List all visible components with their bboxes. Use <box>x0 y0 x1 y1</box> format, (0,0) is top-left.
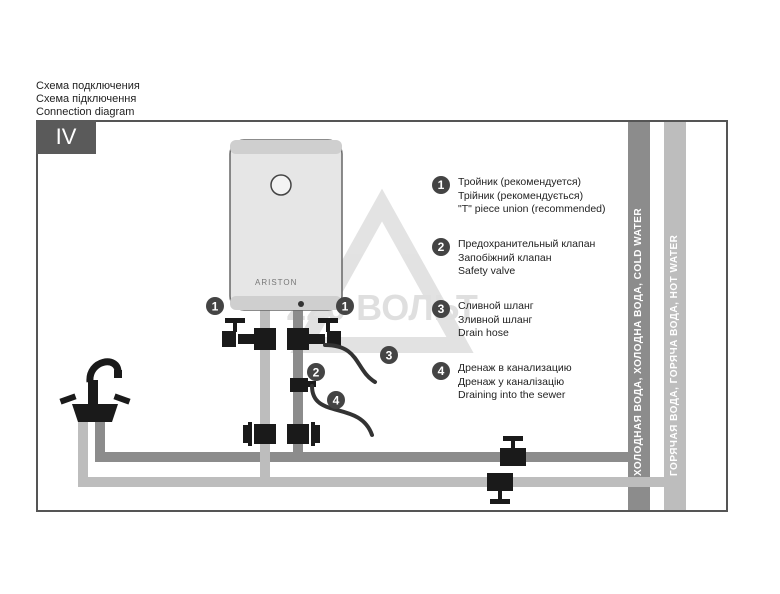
heater-hot-outlet-pipe <box>260 310 270 487</box>
hot-main-valve <box>487 473 513 504</box>
badge-safety-valve: 2 <box>307 363 325 381</box>
tee-union-right <box>287 318 341 350</box>
legend-text-en: Safety valve <box>458 265 516 277</box>
caption-ru: Схема подключения <box>36 80 140 92</box>
legend-text-ua: Трійник (рекомендується) <box>458 189 584 202</box>
badge-tee-left: 1 <box>206 297 224 315</box>
hot-water-label: ГОРЯЧАЯ ВОДА, ГОРЯЧА ВОДА, HOT WATER <box>669 234 680 476</box>
svg-text:1: 1 <box>212 300 219 314</box>
legend-item-tee: 1 Тройник (рекомендуется) Трійник (реком… <box>432 176 632 238</box>
heater-thermometer <box>270 174 292 196</box>
badge-drain-hose: 3 <box>380 346 398 364</box>
legend-item-safety-valve: 2 Предохранительный клапан Запобіжний кл… <box>432 238 632 300</box>
badge-tee-right: 1 <box>336 297 354 315</box>
hot-water-riser <box>664 122 686 510</box>
legend-item-drain-hose: 3 Сливной шланг Зливной шланг Drain hose <box>432 300 632 362</box>
legend-text-ru: Дренаж в канализацию <box>458 362 572 374</box>
svg-text:3: 3 <box>386 349 393 363</box>
legend-text-ua: Зливной шланг <box>458 313 533 326</box>
caption-ua: Схема підключення <box>36 93 137 105</box>
legend-text-en: Drain hose <box>458 327 509 339</box>
mixer-faucet <box>59 358 131 422</box>
legend-text-ua: Дренаж у каналізацію <box>458 375 565 388</box>
svg-text:2: 2 <box>313 366 320 380</box>
legend-text-en: "T" piece union (recommended) <box>458 203 606 215</box>
legend-text-ua: Запобіжний клапан <box>458 251 552 264</box>
legend-badge: 3 <box>432 300 450 318</box>
badge-drain-sewer: 4 <box>327 391 345 409</box>
legend-text-ru: Предохранительный клапан <box>458 238 596 250</box>
cold-water-riser <box>628 122 650 510</box>
legend-item-drain-sewer: 4 Дренаж в канализацию Дренаж у каналіза… <box>432 362 632 424</box>
svg-text:1: 1 <box>342 300 349 314</box>
safety-valve <box>290 378 316 392</box>
caption-en: Connection diagram <box>36 106 135 118</box>
drain-hose-3 <box>323 343 377 384</box>
hot-water-main <box>78 477 670 487</box>
drain-hose-4 <box>310 384 374 437</box>
legend: 1 Тройник (рекомендуется) Трійник (реком… <box>432 176 632 424</box>
cold-main-valve <box>500 436 526 466</box>
tee-union-left <box>222 318 276 350</box>
faucet-cold-pipe <box>95 420 105 462</box>
section-number: IV <box>36 120 96 154</box>
shutoff-valve-hot <box>243 422 276 446</box>
cold-water-label: ХОЛОДНАЯ ВОДА, ХОЛОДНА ВОДА, COLD WATER <box>633 207 644 476</box>
diagram-frame <box>36 120 728 512</box>
legend-text-en: Draining into the sewer <box>458 389 566 401</box>
heater-brand-label: ARISTON <box>255 278 297 287</box>
cold-water-main <box>95 452 635 462</box>
diagram-caption: Схема подключения Схема підключення Conn… <box>36 80 140 119</box>
water-heater: ARISTON <box>229 139 343 311</box>
shutoff-valve-cold <box>287 422 320 446</box>
faucet-hot-pipe <box>78 420 88 487</box>
legend-badge: 2 <box>432 238 450 256</box>
legend-badge: 4 <box>432 362 450 380</box>
svg-text:4: 4 <box>333 394 340 408</box>
legend-text-ru: Тройник (рекомендуется) <box>458 176 582 188</box>
legend-badge: 1 <box>432 176 450 194</box>
legend-text-ru: Сливной шланг <box>458 300 534 312</box>
